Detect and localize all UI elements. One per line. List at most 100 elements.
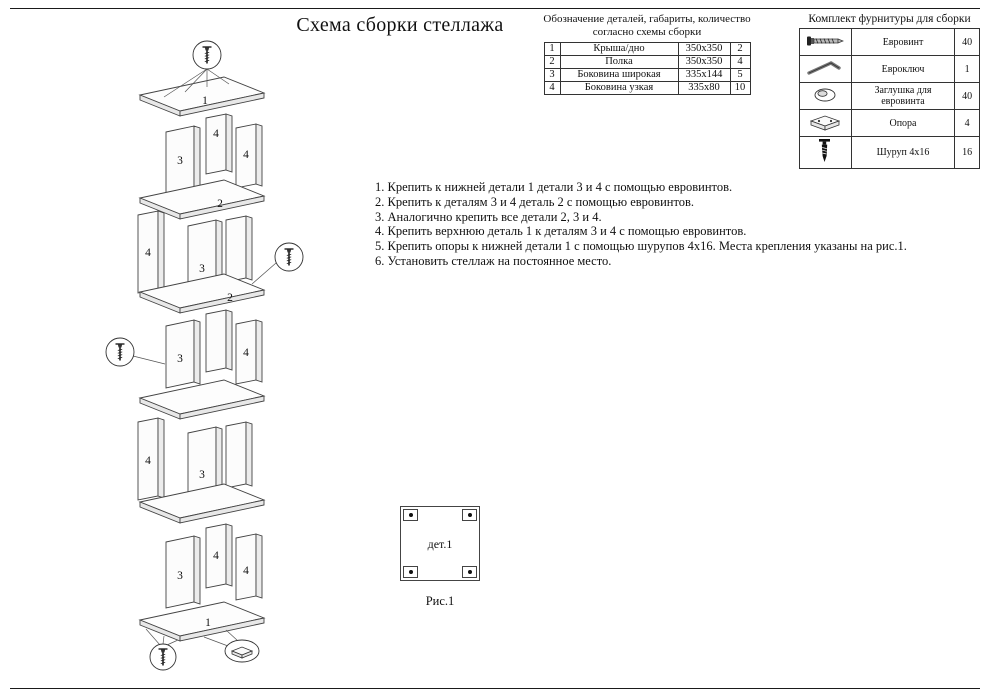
panel-row-1 bbox=[165, 113, 263, 195]
support-mount-pad bbox=[403, 509, 418, 521]
support-foot-callout bbox=[224, 639, 260, 663]
screw-hole-dot bbox=[408, 513, 413, 517]
panel-row-5 bbox=[165, 523, 263, 609]
euro-key-icon bbox=[807, 60, 842, 75]
hardware-name: Евровинт bbox=[850, 28, 956, 56]
part-label: 4 bbox=[213, 550, 219, 562]
part-label: 4 bbox=[213, 128, 219, 140]
part-label: 2 bbox=[227, 292, 233, 304]
screw-leader-line bbox=[132, 355, 166, 365]
table-row: 4 Боковина узкая 335х80 10 bbox=[543, 80, 751, 95]
screw-leader-lines bbox=[163, 68, 230, 98]
table-row: 3 Боковина широкая 335х144 5 bbox=[543, 67, 751, 82]
diagram-part-labels: 1 4 3 4 2 4 3 2 3 4 4 3 4 3 4 1 bbox=[145, 95, 249, 629]
top-rule bbox=[10, 8, 980, 9]
bottom-rule bbox=[10, 688, 980, 689]
narrow-panel bbox=[205, 309, 227, 373]
page-title: Схема сборки стеллажа bbox=[296, 14, 504, 36]
narrow-panel bbox=[225, 421, 247, 489]
hardware-name: Евроключ bbox=[850, 55, 956, 83]
screw-leader-line bbox=[251, 262, 277, 285]
part-size: 335х144 bbox=[677, 67, 731, 82]
support-foot-icon bbox=[810, 115, 841, 131]
part-qty: 2 bbox=[729, 41, 751, 56]
figure-caption: Рис.1 bbox=[425, 594, 455, 608]
hardware-table-title: Комплект фурнитуры для сборки bbox=[808, 13, 971, 25]
part-number: 3 bbox=[543, 67, 561, 82]
part-label: 3 bbox=[177, 155, 183, 167]
part-label: 3 bbox=[199, 469, 205, 481]
instruction-line: 1. Крепить к нижней детали 1 детали 3 и … bbox=[375, 180, 733, 194]
part-label: 3 bbox=[199, 263, 205, 275]
parts-title-line1: Обозначение деталей, габариты, количеств… bbox=[543, 13, 751, 25]
bottom-board bbox=[138, 601, 266, 642]
part-label: 3 bbox=[177, 353, 183, 365]
part-number: 1 bbox=[543, 41, 561, 56]
hardware-name: Заглушка для евровинта bbox=[850, 82, 956, 110]
part-size: 350х350 bbox=[677, 54, 731, 69]
table-row: Заглушка для евровинта 40 bbox=[799, 82, 980, 110]
hardware-qty: 1 bbox=[954, 55, 980, 83]
exploded-shelf-diagram: 1 4 3 4 2 4 3 2 3 4 4 3 4 3 4 1 bbox=[105, 40, 304, 671]
wood-screw-icon bbox=[819, 139, 831, 162]
parts-table: 1 Крыша/дно 350х350 2 2 Полка 350х350 4 … bbox=[543, 41, 751, 95]
part-name: Полка bbox=[559, 54, 679, 69]
parts-table-block: Обозначение деталей, габариты, количеств… bbox=[527, 13, 767, 95]
screw-callout-right bbox=[274, 242, 304, 272]
hardware-name: Опора bbox=[850, 109, 956, 137]
instruction-line: 3. Аналогично крепить все детали 2, 3 и … bbox=[375, 209, 602, 224]
narrow-panel bbox=[205, 113, 227, 175]
part-label: 4 bbox=[243, 565, 249, 577]
table-row: Евроключ 1 bbox=[799, 55, 980, 83]
hardware-table: Евровинт 40 Евроключ 1 bbox=[799, 28, 980, 169]
parts-table-title: Обозначение деталей, габариты, количеств… bbox=[527, 13, 767, 39]
shelf-board bbox=[138, 273, 266, 314]
part-label: 4 bbox=[243, 347, 249, 359]
table-row: 2 Полка 350х350 4 bbox=[543, 54, 751, 69]
table-row: 1 Крыша/дно 350х350 2 bbox=[543, 41, 751, 56]
shelf-board bbox=[138, 379, 266, 420]
hardware-qty: 40 bbox=[954, 28, 980, 56]
part-size: 335х80 bbox=[677, 80, 731, 95]
shelf-board bbox=[138, 179, 266, 220]
part-label: 4 bbox=[145, 247, 151, 259]
plug-icon bbox=[814, 88, 836, 101]
top-board bbox=[138, 76, 266, 117]
shelf-board bbox=[138, 483, 266, 524]
part-label: 1 bbox=[205, 617, 211, 629]
hardware-qty: 40 bbox=[954, 82, 980, 110]
part-qty: 5 bbox=[729, 67, 751, 82]
part-label: 3 bbox=[177, 570, 183, 582]
screw-callout-top bbox=[192, 40, 222, 70]
part-name: Боковина широкая bbox=[559, 67, 679, 82]
instruction-line: 5. Крепить опоры к нижней детали 1 с пом… bbox=[375, 239, 907, 253]
table-row: Шуруп 4х16 16 bbox=[799, 136, 980, 169]
hardware-name: Шуруп 4х16 bbox=[850, 136, 956, 169]
table-row: Опора 4 bbox=[799, 109, 980, 137]
table-row: Евровинт 40 bbox=[799, 28, 980, 56]
hardware-table-block: Комплект фурнитуры для сборки bbox=[799, 13, 980, 169]
bottom-panel-figure: дет.1 bbox=[400, 506, 480, 581]
figure-part-label: дет.1 bbox=[427, 537, 453, 551]
support-mount-pad bbox=[462, 509, 477, 521]
narrow-panel bbox=[225, 215, 247, 283]
panel-row-3 bbox=[165, 309, 263, 389]
instruction-line: 4. Крепить верхнюю деталь 1 к деталям 3 … bbox=[375, 224, 747, 239]
euro-screw-icon bbox=[807, 36, 845, 45]
parts-title-line2: согласно схемы сборки bbox=[592, 25, 702, 38]
part-label: 1 bbox=[202, 95, 208, 107]
screw-callout-bottom bbox=[149, 643, 177, 671]
part-qty: 4 bbox=[729, 54, 751, 69]
part-label: 2 bbox=[217, 198, 223, 210]
instruction-line: 2. Крепить к деталям 3 и 4 деталь 2 с по… bbox=[375, 194, 695, 209]
screw-callout-left bbox=[105, 337, 135, 367]
part-name: Боковина узкая bbox=[559, 80, 679, 95]
part-label: 4 bbox=[145, 455, 151, 467]
part-label: 4 bbox=[243, 149, 249, 161]
screw-hole-dot bbox=[408, 570, 413, 574]
hardware-qty: 4 bbox=[954, 109, 980, 137]
part-name: Крыша/дно bbox=[559, 41, 679, 56]
instruction-line: 6. Установить стеллаж на постоянное мест… bbox=[375, 253, 612, 268]
support-mount-pad bbox=[403, 566, 418, 578]
